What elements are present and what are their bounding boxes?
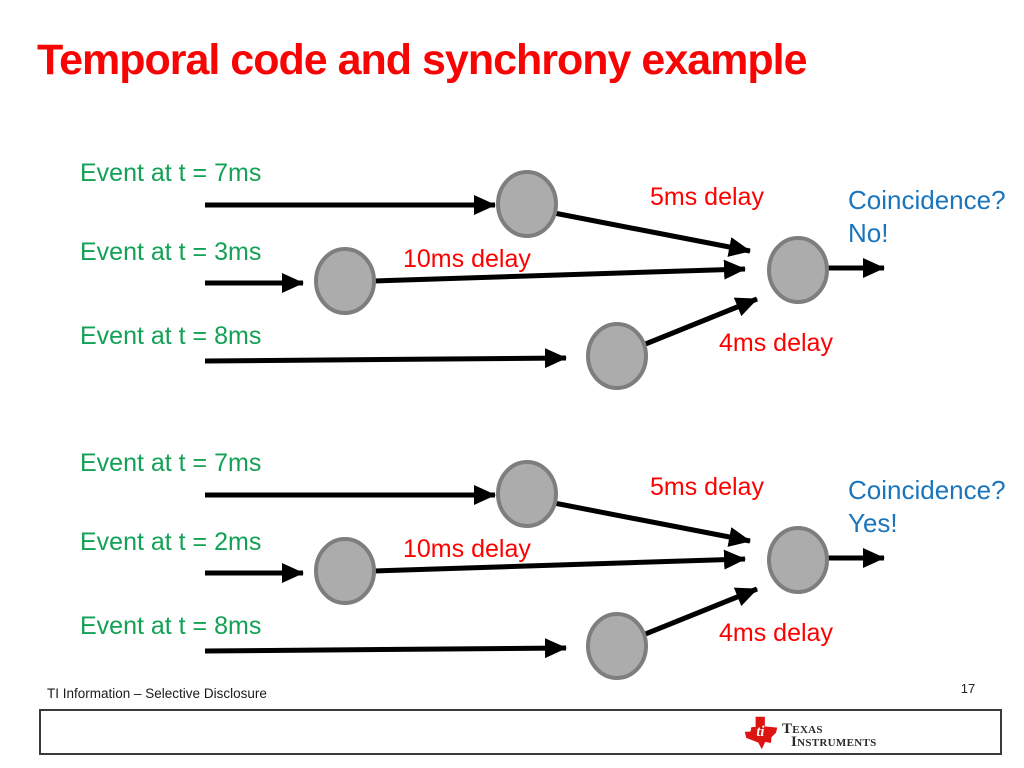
ti-wordmark-line1: Texas <box>782 721 823 737</box>
d1-delay-line-middle <box>373 259 746 284</box>
footer-classification-text: TI Information – Selective Disclosure <box>47 686 267 701</box>
d1-event-label-top: Event at t = 7ms <box>80 159 262 187</box>
d2-coincidence-answer: Yes! <box>848 508 898 538</box>
d2-delay-line-bottom <box>642 586 758 638</box>
d2-neuron-middle <box>314 537 376 605</box>
d1-coincidence-neuron <box>767 236 829 304</box>
d1-delay-label-bottom: 4ms delay <box>719 329 833 357</box>
slide-title: Temporal code and synchrony example <box>37 36 808 84</box>
d1-delay-line-bottom <box>642 296 758 348</box>
d2-neuron-top <box>496 460 558 528</box>
d1-coincidence-question: Coincidence? <box>848 185 1006 215</box>
d2-delay-line-middle <box>373 549 746 574</box>
d2-event-label-top: Event at t = 7ms <box>80 449 262 477</box>
ti-wordmark-line2: Instruments <box>791 734 877 750</box>
d2-neuron-bottom <box>586 612 648 680</box>
d2-delay-label-bottom: 4ms delay <box>719 619 833 647</box>
d2-event-label-bottom: Event at t = 8ms <box>80 612 262 640</box>
d1-neuron-middle <box>314 247 376 315</box>
d2-coincidence-question: Coincidence? <box>848 475 1006 505</box>
d2-coincidence-label: Coincidence? Yes! <box>848 474 1006 540</box>
d2-delay-line-top <box>553 500 751 547</box>
d2-input-arrow-bottom <box>204 638 567 659</box>
diagram-1 <box>204 170 886 390</box>
d2-delay-label-middle: 10ms delay <box>403 535 531 563</box>
texas-map-icon: ti <box>744 716 778 750</box>
page-number: 17 <box>960 681 976 696</box>
ti-wordmark: Texas Instruments <box>782 721 877 750</box>
d1-coincidence-answer: No! <box>848 218 889 248</box>
texas-instruments-logo: ti Texas Instruments <box>744 714 877 752</box>
footer-box <box>39 709 1002 755</box>
d1-coincidence-label: Coincidence? No! <box>848 184 1006 250</box>
d1-delay-line-top <box>553 210 751 257</box>
d1-event-label-middle: Event at t = 3ms <box>80 238 262 266</box>
d1-event-label-bottom: Event at t = 8ms <box>80 322 262 350</box>
d1-neuron-bottom <box>586 322 648 390</box>
d2-event-label-middle: Event at t = 2ms <box>80 528 262 556</box>
d1-delay-label-top: 5ms delay <box>650 183 764 211</box>
d1-neuron-top <box>496 170 558 238</box>
diagram-2 <box>204 460 886 680</box>
d2-delay-label-top: 5ms delay <box>650 473 764 501</box>
ti-monogram: ti <box>756 724 765 740</box>
d1-input-arrow-bottom <box>204 348 567 369</box>
d1-delay-label-middle: 10ms delay <box>403 245 531 273</box>
d2-coincidence-neuron <box>767 526 829 594</box>
